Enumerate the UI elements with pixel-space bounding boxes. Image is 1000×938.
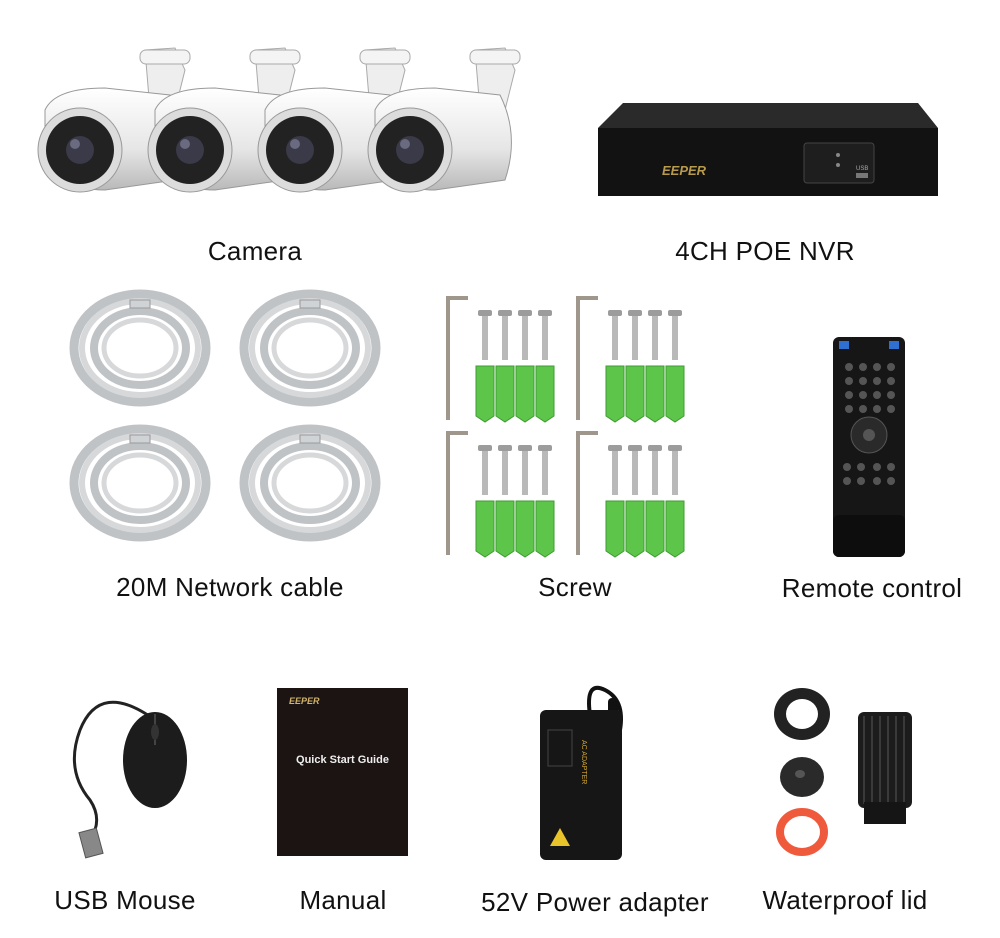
camera-label: Camera [207, 236, 303, 266]
nvr-image: USB EEPER [598, 103, 938, 196]
screw-image [446, 296, 700, 560]
usb-mouse-image [72, 700, 187, 859]
screw-label: Screw [538, 572, 612, 602]
camera-image [37, 47, 521, 193]
manual-title: Quick Start Guide [296, 754, 389, 766]
adapter-text: AC ADAPTER [580, 740, 587, 784]
manual-label: Manual [299, 885, 387, 915]
waterproof-lid-label: Waterproof lid [762, 885, 928, 915]
nvr-brand-text: EEPER [662, 163, 707, 178]
manual-brand: EEPER [289, 696, 320, 706]
manual-booklet: EEPER Quick Start Guide [277, 688, 408, 856]
power-adapter-label: 52V Power adapter [481, 887, 709, 917]
usb-mouse-label: USB Mouse [54, 885, 196, 915]
nvr-label: 4CH POE NVR [675, 236, 855, 266]
network-cable-label: 20M Network cable [116, 572, 344, 602]
remote-control-image [833, 337, 905, 557]
nvr-usb-text: USB [856, 166, 868, 172]
waterproof-lid-image [774, 688, 912, 856]
network-cable-image [69, 289, 390, 560]
remote-control-label: Remote control [781, 573, 963, 603]
power-adapter-image: AC ADAPTER [540, 685, 623, 860]
